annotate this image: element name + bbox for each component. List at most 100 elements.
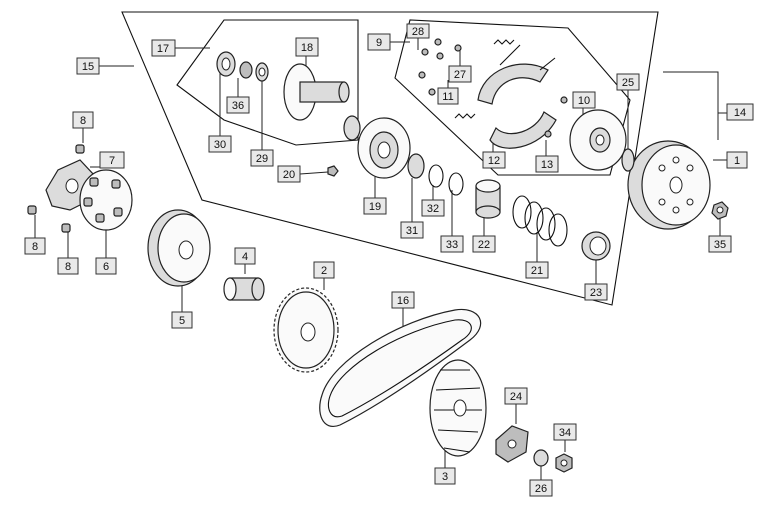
svg-text:12: 12 [488,155,500,167]
callout-10: 10 [572,91,596,109]
svg-text:30: 30 [214,139,226,151]
spring-seat [357,117,411,179]
svg-text:19: 19 [369,201,381,213]
starter-gear [273,287,339,373]
callout-3: 3 [434,467,456,485]
o-ring-33 [448,172,464,196]
svg-text:15: 15 [82,61,94,73]
svg-text:4: 4 [242,251,248,263]
callout-23: 23 [584,283,608,301]
driven-assembly-outline [121,11,659,306]
svg-text:34: 34 [559,427,571,439]
variator-pulley [147,209,211,287]
callout-21: 21 [525,261,549,279]
callout-8c: 8 [57,257,79,275]
oil-seal [343,115,361,141]
bell-nut [711,201,729,220]
svg-text:8: 8 [80,115,86,127]
svg-text:24: 24 [510,391,522,403]
clutch-bearings [216,51,269,82]
callout-5: 5 [171,311,193,329]
svg-text:31: 31 [406,225,418,237]
svg-text:2: 2 [321,265,327,277]
slider-8c [61,223,71,233]
callout-13: 13 [535,155,559,173]
parts [27,38,729,473]
variator-fan [429,359,487,457]
svg-text:20: 20 [283,169,295,181]
clutch-plate [569,109,627,171]
callout-29: 29 [250,149,274,167]
svg-text:18: 18 [301,42,313,54]
callout-28: 28 [406,23,430,39]
callout-12: 12 [482,151,506,169]
callout-36: 36 [226,96,250,114]
callout-6: 6 [95,257,117,275]
svg-text:7: 7 [109,155,115,167]
svg-text:35: 35 [714,239,726,251]
svg-text:3: 3 [442,471,448,483]
svg-text:17: 17 [157,43,169,55]
svg-text:29: 29 [256,153,268,165]
callout-9: 9 [367,33,391,51]
svg-text:32: 32 [427,203,439,215]
callout-16: 16 [391,291,415,309]
leader-20 [299,171,329,175]
callout-14: 14 [726,103,754,121]
svg-text:22: 22 [478,239,490,251]
clutch-sub-outline [176,19,359,146]
callout-11: 11 [437,87,459,105]
group-outlines [121,11,659,306]
callout-4: 4 [234,247,256,265]
callout-20: 20 [277,165,301,183]
svg-text:21: 21 [531,265,543,277]
callout-27: 27 [448,65,472,83]
svg-text:33: 33 [446,239,458,251]
callout-25: 25 [616,73,640,91]
shoe-sub-outline [394,19,631,176]
torque-spring [512,195,568,247]
callout-15: 15 [76,57,100,75]
leader-14 [663,71,727,114]
svg-text:5: 5 [179,315,185,327]
callout-26: 26 [529,479,553,497]
callout-17: 17 [151,39,176,57]
callout-34: 34 [553,423,577,441]
variator-bushing [223,277,265,301]
slider-8a [75,144,85,154]
callout-24: 24 [504,387,528,405]
callout-22: 22 [472,235,496,253]
clutch-bell [627,140,711,230]
drive-belt [319,308,482,428]
callout-2: 2 [313,261,335,279]
o-ring-31 [407,153,425,179]
svg-text:14: 14 [734,107,746,119]
svg-text:8: 8 [32,241,38,253]
callout-19: 19 [363,197,387,215]
callout-8b: 8 [24,237,46,255]
pulley-nut [555,453,573,473]
callout-8a: 8 [72,111,94,129]
callout-18: 18 [295,37,319,57]
leader-lines [34,38,727,480]
callout-31: 31 [400,221,424,239]
callout-30: 30 [208,135,232,153]
callout-35: 35 [708,235,732,253]
spring-collar [475,179,501,219]
callout-7: 7 [99,151,125,169]
callout-1: 1 [726,151,748,169]
svg-text:26: 26 [535,483,547,495]
svg-text:10: 10 [578,95,590,107]
svg-text:16: 16 [397,295,409,307]
callout-33: 33 [440,235,464,253]
callout-32: 32 [421,199,445,217]
clutch-washer [621,148,635,172]
driven-face [283,63,350,121]
svg-text:36: 36 [232,100,244,112]
svg-text:28: 28 [412,26,424,38]
variator-rollers [79,169,133,231]
svg-text:27: 27 [454,69,466,81]
svg-text:6: 6 [103,261,109,273]
o-ring-32 [428,164,444,188]
